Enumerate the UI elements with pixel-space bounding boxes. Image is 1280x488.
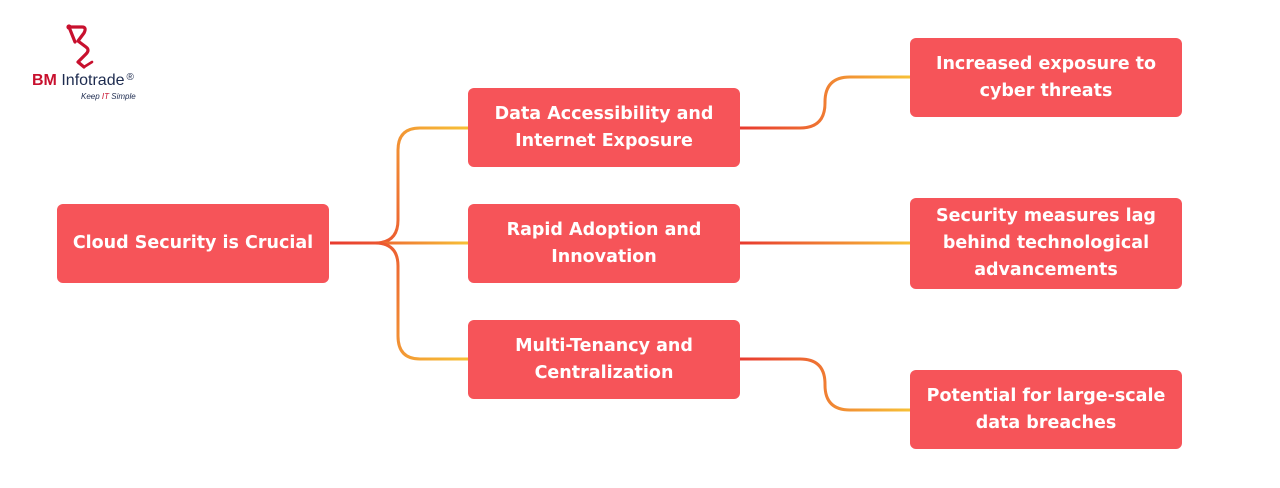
brand-name-bm: BM — [32, 72, 57, 89]
brand-name-infotrade: Infotrade — [61, 72, 125, 89]
connector-branch-3-to-outcome-3 — [740, 357, 910, 412]
tagline-simple: Simple — [111, 92, 136, 101]
outcome-1-line-2: cyber threats — [979, 80, 1113, 101]
outcome-2-line-2: behind technological — [942, 233, 1150, 253]
branch-node-2: Rapid Adoption and Innovation — [468, 204, 740, 283]
branch-2-line-1: Rapid Adoption and — [506, 219, 702, 240]
outcome-2-line-1: Security measures lag — [936, 206, 1156, 226]
outcome-1-line-1: Increased exposure to — [935, 53, 1157, 74]
outcome-node-1: Increased exposure to cyber threats — [910, 38, 1182, 117]
root-node-label: Cloud Security is Crucial — [72, 233, 314, 253]
branch-1-line-2: Internet Exposure — [515, 130, 693, 151]
outcome-node-3: Potential for large-scale data breaches — [910, 370, 1182, 449]
branch-node-1: Data Accessibility and Internet Exposure — [468, 88, 740, 167]
tagline-keep: Keep — [81, 92, 100, 101]
connector-root-to-branch-1 — [330, 126, 468, 245]
connector-root-to-branch-3 — [330, 241, 468, 361]
outcome-2-line-3: advancements — [974, 260, 1118, 280]
outcome-3-line-2: data breaches — [975, 412, 1117, 433]
brand-logo: BM Infotrade® Keep IT Simple — [28, 24, 168, 104]
registered-mark: ® — [126, 72, 134, 83]
branch-3-line-2: Centralization — [534, 362, 674, 383]
brand-name: BM Infotrade® — [32, 72, 134, 90]
branch-1-line-1: Data Accessibility and — [494, 103, 714, 124]
branch-node-3: Multi-Tenancy and Centralization — [468, 320, 740, 399]
branch-2-line-2: Innovation — [551, 246, 657, 267]
bm-logo-mark-icon — [66, 24, 94, 69]
root-node: Cloud Security is Crucial — [57, 204, 329, 283]
outcome-node-2: Security measures lag behind technologic… — [910, 198, 1182, 289]
outcome-3-line-1: Potential for large-scale — [926, 385, 1166, 406]
connector-branch-1-to-outcome-1 — [740, 75, 910, 130]
tagline-it: IT — [101, 92, 110, 101]
brand-tagline: Keep IT Simple — [81, 92, 136, 101]
branch-3-line-1: Multi-Tenancy and — [515, 335, 693, 356]
